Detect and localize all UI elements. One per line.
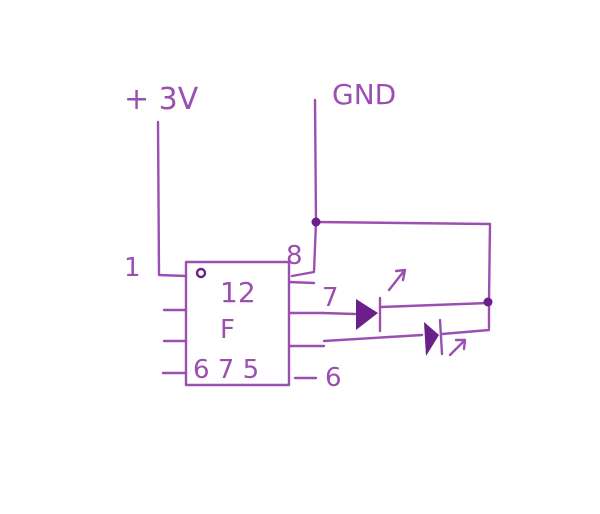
pin8-label: 8 [286,241,303,271]
pin7-label: 7 [322,283,339,313]
gnd-label: GND [332,78,396,111]
junction-dot-gnd [311,217,321,227]
led-2-triangle [424,322,439,356]
ic-chip-body [184,260,291,387]
junction-dot-right [483,297,493,307]
led-1-arrow [387,268,407,292]
pin1-label: 1 [124,253,141,283]
vcc-label: + 3V [124,82,199,117]
gnd-wire [290,98,318,278]
pin7-wire [320,311,357,316]
gnd-rail [314,220,492,330]
led-2-return [440,328,491,336]
led-2 [424,318,467,357]
ic-right-pins [287,280,326,380]
led-1-triangle [356,299,378,330]
chip-label-line1: 12 [220,276,256,309]
pin6-label: 6 [325,363,342,393]
pin6-wire [322,333,424,343]
led-1 [356,268,407,333]
led-2-bar [438,318,444,356]
chip-label-line3: 6 7 5 [193,355,259,385]
vcc-wire [156,120,188,278]
led-2-arrow [448,338,467,357]
chip-label-line2: F [220,315,235,345]
ic-left-pins [161,308,188,375]
led-1-return [379,301,490,309]
pin1-marker [195,267,207,279]
